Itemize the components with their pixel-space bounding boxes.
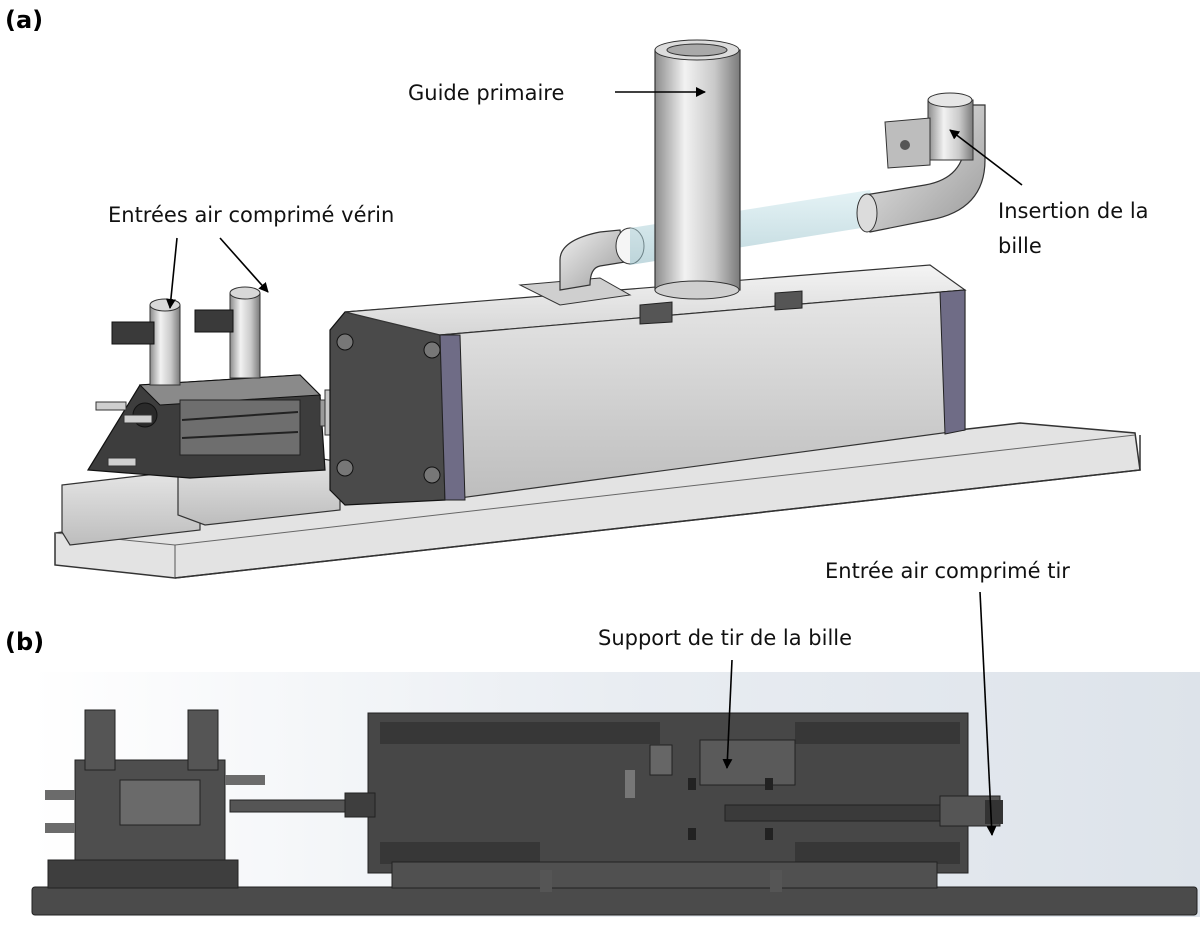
label-support-tir: Support de tir de la bille bbox=[598, 626, 852, 650]
panel-b-drawing bbox=[30, 672, 1200, 917]
panel-label-a: (a) bbox=[5, 6, 43, 34]
label-insertion-line2: bille bbox=[998, 234, 1042, 258]
arrow-support-tir bbox=[722, 659, 733, 769]
arrow-entree-air-tir bbox=[979, 591, 997, 836]
arrow-insertion bbox=[949, 129, 1023, 186]
label-insertion-line1: Insertion de la bbox=[998, 199, 1149, 223]
arrow-entree-air-verin-1 bbox=[165, 237, 178, 309]
label-entrees-air-verin: Entrées air comprimé vérin bbox=[108, 203, 394, 227]
label-entree-air-tir: Entrée air comprimé tir bbox=[825, 559, 1070, 583]
left-actuator bbox=[86, 286, 326, 479]
arrow-entree-air-verin-2 bbox=[219, 237, 269, 293]
feed-tube bbox=[559, 92, 986, 291]
panel-label-b: (b) bbox=[5, 628, 44, 656]
label-guide-primaire: Guide primaire bbox=[408, 81, 564, 105]
main-block bbox=[329, 264, 967, 506]
panel-a-drawing bbox=[54, 39, 1141, 579]
primary-guide bbox=[654, 39, 741, 300]
left-support-blocks bbox=[61, 454, 341, 546]
